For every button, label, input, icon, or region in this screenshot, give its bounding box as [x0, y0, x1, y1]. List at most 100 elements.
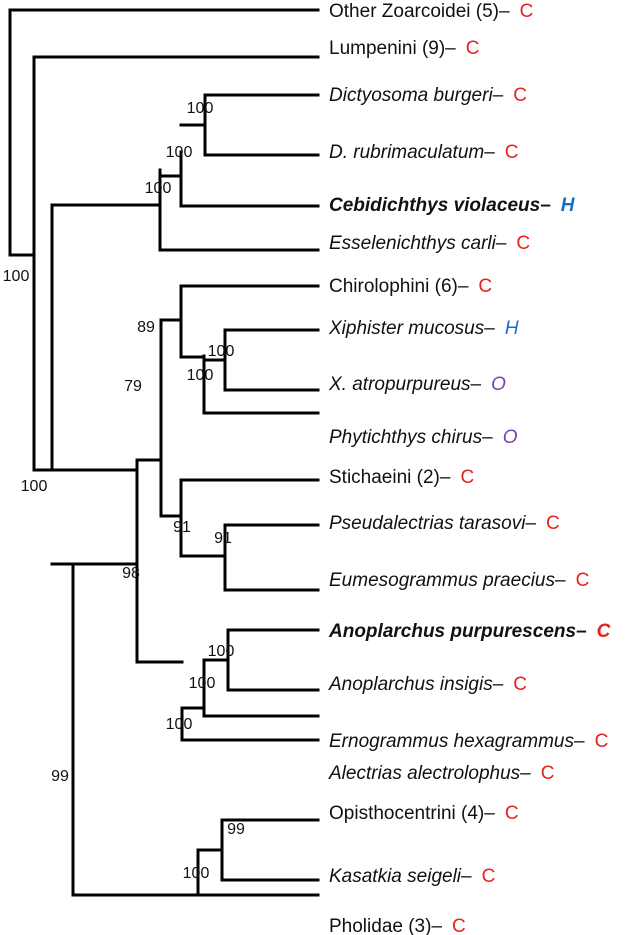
taxon-label: Ernogrammus hexagrammus–C	[329, 731, 608, 752]
taxon-label: Opisthocentrini (4)–C	[329, 803, 519, 824]
taxon-name: Anoplarchus insigis	[328, 674, 493, 695]
taxon-dash: –	[525, 513, 536, 534]
taxon-dash: –	[520, 763, 531, 784]
taxon-dash: –	[576, 621, 587, 642]
habitat-state-code: C	[482, 866, 496, 887]
habitat-state-code: C	[513, 674, 527, 695]
taxon-dash: –	[484, 803, 495, 824]
taxon-name: Eumesogrammus praecius	[329, 570, 555, 591]
taxon-name: Other Zoarcoidei (5)	[329, 1, 499, 22]
taxon-name: Esselenichthys carli	[329, 233, 497, 254]
taxon-label: Other Zoarcoidei (5)–C	[329, 1, 533, 22]
habitat-state-code: C	[478, 276, 492, 297]
support-value: 100	[166, 716, 193, 733]
tree-branches	[8, 8, 320, 897]
taxon-label: Xiphister mucosus–H	[328, 318, 519, 339]
taxon-name: Lumpenini (9)	[329, 38, 445, 59]
habitat-state-code: C	[505, 142, 519, 163]
taxon-dash: –	[493, 674, 504, 695]
support-value: 79	[124, 378, 142, 395]
taxon-dash: –	[496, 233, 507, 254]
taxon-dash: –	[493, 85, 504, 106]
habitat-state-code: C	[541, 763, 555, 784]
support-value: 100	[183, 865, 210, 882]
taxon-name: Xiphister mucosus	[328, 318, 485, 339]
support-value: 100	[166, 144, 193, 161]
taxon-label: Stichaeini (2)–C	[329, 467, 474, 488]
habitat-state-code: C	[516, 233, 530, 254]
support-value: 99	[51, 768, 69, 785]
taxon-name: Phytichthys chirus	[329, 427, 483, 448]
taxon-name: Ernogrammus hexagrammus	[329, 731, 574, 752]
taxon-name: Pholidae (3)	[329, 916, 431, 935]
taxon-dash: –	[431, 916, 442, 935]
taxon-dash: –	[540, 195, 551, 216]
support-value: 100	[187, 100, 214, 117]
taxon-dash: –	[484, 142, 495, 163]
support-value: 91	[214, 530, 232, 547]
taxon-name: Chirolophini (6)	[329, 276, 458, 297]
taxon-dash: –	[471, 374, 482, 395]
habitat-state-code: C	[546, 513, 560, 534]
taxon-label: Esselenichthys carli–C	[329, 233, 530, 254]
taxon-label: Dictyosoma burgeri–C	[329, 85, 527, 106]
taxon-name: X. atropurpureus	[328, 374, 471, 395]
taxon-name: Dictyosoma burgeri	[329, 85, 493, 106]
support-value: 100	[145, 180, 172, 197]
support-value: 100	[208, 343, 235, 360]
habitat-state-code: C	[597, 621, 611, 642]
support-value: 99	[227, 821, 245, 838]
habitat-state-code: H	[561, 195, 576, 216]
support-value: 100	[187, 367, 214, 384]
taxon-dash: –	[458, 276, 469, 297]
habitat-state-code: O	[503, 427, 518, 448]
taxon-dash: –	[461, 866, 472, 887]
taxon-label: Cebidichthys violaceus–H	[329, 195, 576, 216]
habitat-state-code: C	[595, 731, 609, 752]
taxon-label: Phytichthys chirus–O	[329, 427, 518, 448]
taxon-name: Stichaeini (2)	[329, 467, 440, 488]
taxon-label: Alectrias alectrolophus–C	[328, 763, 554, 784]
support-value: 100	[189, 675, 216, 692]
taxon-name: Cebidichthys violaceus	[329, 195, 540, 216]
support-value: 91	[173, 519, 191, 536]
taxon-dash: –	[484, 318, 495, 339]
taxon-dash: –	[482, 427, 493, 448]
taxon-label: Anoplarchus purpurescens–C	[328, 621, 611, 642]
taxon-name: Pseudalectrias tarasovi	[329, 513, 526, 534]
support-value: 89	[137, 319, 155, 336]
support-value: 100	[21, 478, 48, 495]
taxon-label: Lumpenini (9)–C	[329, 38, 479, 59]
taxon-dash: –	[445, 38, 456, 59]
taxon-label: Pseudalectrias tarasovi–C	[329, 513, 560, 534]
taxon-dash: –	[440, 467, 451, 488]
taxon-name: D. rubrimaculatum	[329, 142, 484, 163]
habitat-state-code: C	[505, 803, 519, 824]
taxon-name: Alectrias alectrolophus	[328, 763, 521, 784]
taxon-label: Chirolophini (6)–C	[329, 276, 492, 297]
taxon-label: Pholidae (3)–C	[329, 916, 466, 935]
habitat-state-code: C	[513, 85, 527, 106]
taxon-name: Opisthocentrini (4)	[329, 803, 484, 824]
taxon-label: Anoplarchus insigis–C	[328, 674, 527, 695]
habitat-state-code: C	[576, 570, 590, 591]
taxon-label: D. rubrimaculatum–C	[329, 142, 519, 163]
taxon-label: Kasatkia seigeli–C	[329, 866, 495, 887]
taxon-name: Anoplarchus purpurescens	[328, 621, 576, 642]
taxon-dash: –	[555, 570, 566, 591]
support-value: 100	[208, 643, 235, 660]
taxon-dash: –	[499, 1, 510, 22]
habitat-state-code: C	[452, 916, 466, 935]
taxon-label: X. atropurpureus–O	[328, 374, 506, 395]
support-value: 100	[3, 268, 30, 285]
habitat-state-code: C	[460, 467, 474, 488]
taxon-dash: –	[574, 731, 585, 752]
habitat-state-code: O	[491, 374, 506, 395]
taxon-name: Kasatkia seigeli	[329, 866, 462, 887]
habitat-state-code: H	[505, 318, 519, 339]
support-values: 100 100 100 100 100 89 100 100 79 91 91 98 100 100 100…	[3, 100, 245, 882]
habitat-state-code: C	[466, 38, 480, 59]
support-value: 98	[122, 565, 140, 582]
